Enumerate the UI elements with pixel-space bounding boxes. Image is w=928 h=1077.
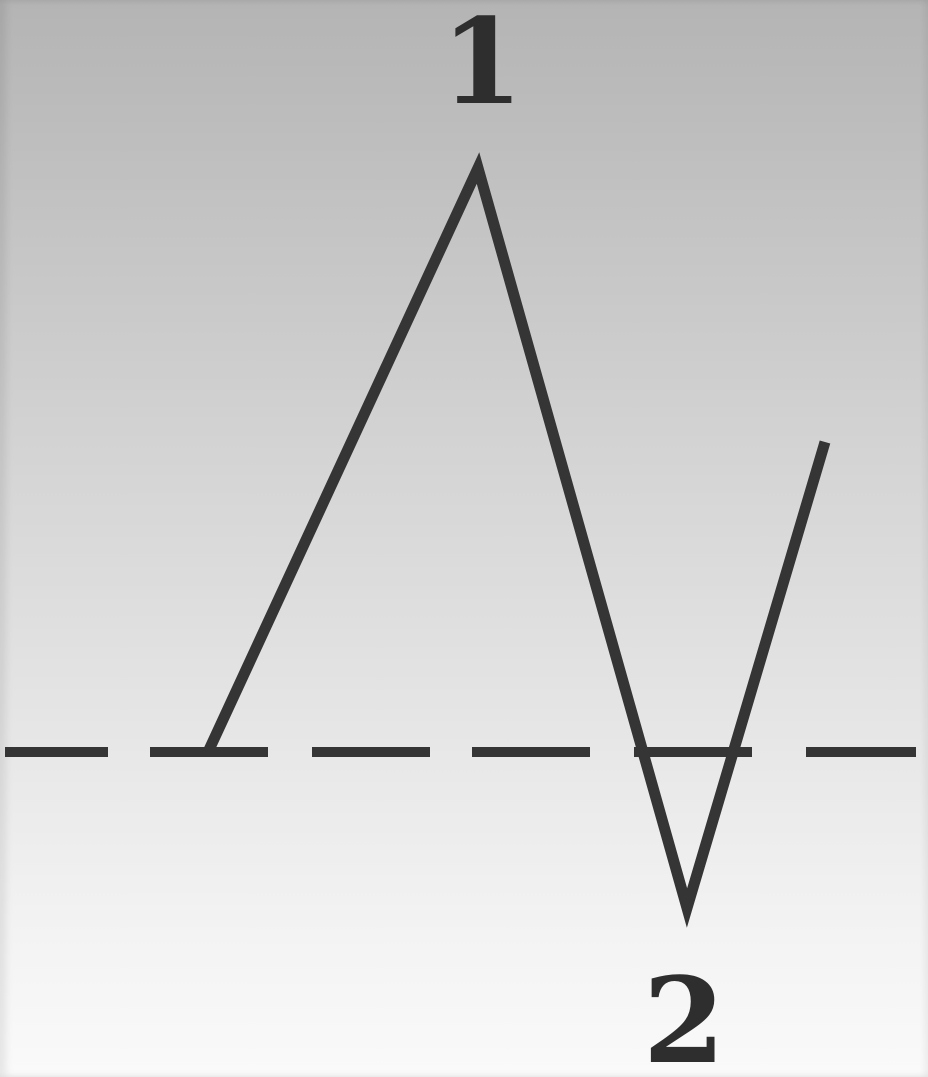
peak-label: 1	[441, 0, 523, 131]
trough-label: 2	[643, 951, 725, 1077]
wave-line	[203, 152, 831, 928]
